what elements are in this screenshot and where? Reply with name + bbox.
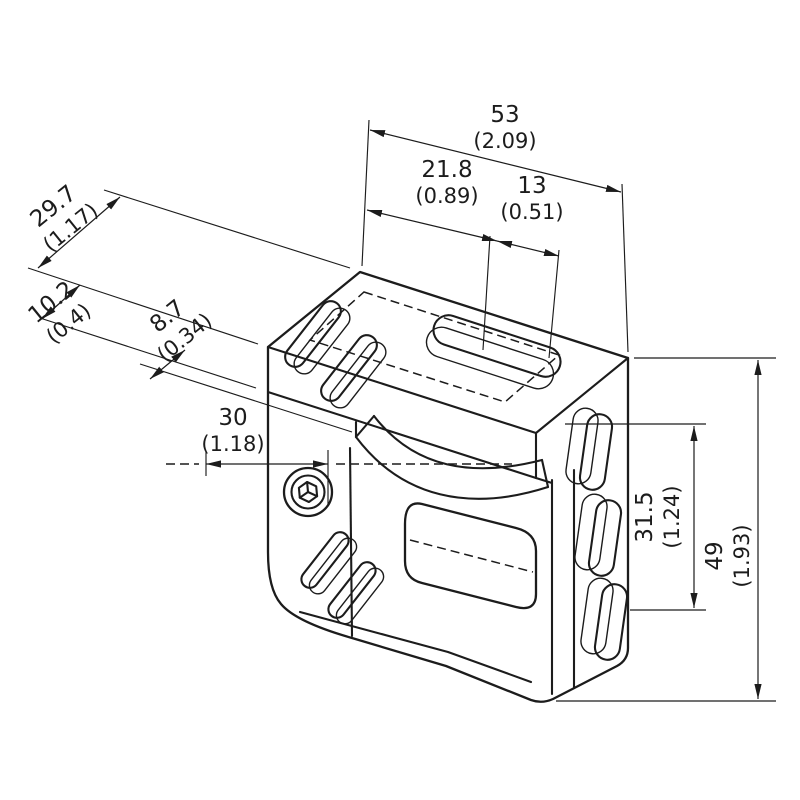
top-slot [432, 314, 562, 378]
saddle-right-link [540, 458, 550, 489]
lug-slot-1 [300, 531, 350, 589]
dim-10-2-ext [39, 317, 257, 389]
side-slot-1 [578, 413, 614, 491]
side-slot-2-wall [574, 493, 608, 571]
dim-53: 53 (2.09) [361, 102, 629, 353]
screw-hex-socket [297, 480, 319, 504]
saddle-arc-far [372, 414, 544, 470]
dim-29-7-line [37, 196, 121, 269]
bottom-lip-edge [298, 610, 533, 684]
top-slot-wall [425, 326, 555, 390]
dimensions: 53 (2.09) 21.8 (0.89) 13 (0.51) 29.7 (1.… [24, 102, 776, 702]
dim-30: 30 (1.18) [201, 405, 329, 505]
dim-30-value: 30 [218, 405, 247, 431]
dim-13-value: 13 [517, 173, 546, 199]
dim-21-8-line [366, 209, 498, 242]
dim-13-inch: (0.51) [500, 200, 563, 224]
dim-30-inch: (1.18) [201, 432, 264, 456]
dim-49-value: 49 [702, 541, 728, 570]
dim-31-5: 31.5 (1.24) [565, 423, 706, 611]
pillar-top-link [534, 476, 554, 485]
screw-socket-facets [298, 480, 319, 499]
plate-slot-1-wall [293, 307, 351, 375]
window-centerline [409, 539, 534, 573]
dim-31-5-inch: (1.24) [660, 485, 684, 548]
side-slot-2 [587, 499, 623, 577]
screw-head-inner [290, 474, 326, 510]
side-slot-3 [593, 583, 629, 661]
hidden-top-rect [308, 291, 561, 403]
dim-53-line [369, 129, 622, 193]
dim-21-8: 21.8 (0.89) [366, 157, 498, 351]
dim-21-8-value: 21.8 [421, 157, 472, 183]
dim-31-5-value: 31.5 [632, 491, 658, 542]
plate-slot-2-wall [329, 341, 387, 409]
lug-slot-1-wall [308, 537, 358, 595]
dim-13: 13 (0.51) [496, 173, 564, 359]
dim-10-2-line [41, 284, 81, 320]
lug-slot-2 [327, 561, 377, 619]
side-slot-3-wall [580, 577, 614, 655]
dim-49: 49 (1.93) [556, 357, 776, 702]
dim-21-8-inch: (0.89) [415, 184, 478, 208]
dim-21-8-ext-right [482, 235, 491, 351]
dim-29-7-ext-front [27, 267, 259, 345]
dim-53-inch: (2.09) [473, 129, 536, 153]
dim-13-line [496, 240, 560, 257]
part-body [166, 270, 630, 703]
dim-8-7-line [149, 349, 186, 380]
saddle-arc-near [354, 435, 550, 500]
dim-53-ext-right [621, 183, 629, 353]
dim-49-inch: (1.93) [730, 524, 754, 587]
plate-slot-1 [284, 300, 342, 368]
dim-13-ext-right [548, 249, 560, 359]
dim-53-ext-left [361, 119, 370, 267]
saddle-left-link [354, 414, 376, 439]
lug-slot-2-wall [335, 567, 385, 625]
hex-socket-screw [282, 466, 334, 518]
plate-slot-2 [320, 334, 378, 402]
dim-53-value: 53 [490, 102, 519, 128]
dim-29-7-ext-back [103, 189, 351, 269]
side-slot-1-wall [565, 407, 599, 485]
part-silhouette [266, 270, 630, 703]
